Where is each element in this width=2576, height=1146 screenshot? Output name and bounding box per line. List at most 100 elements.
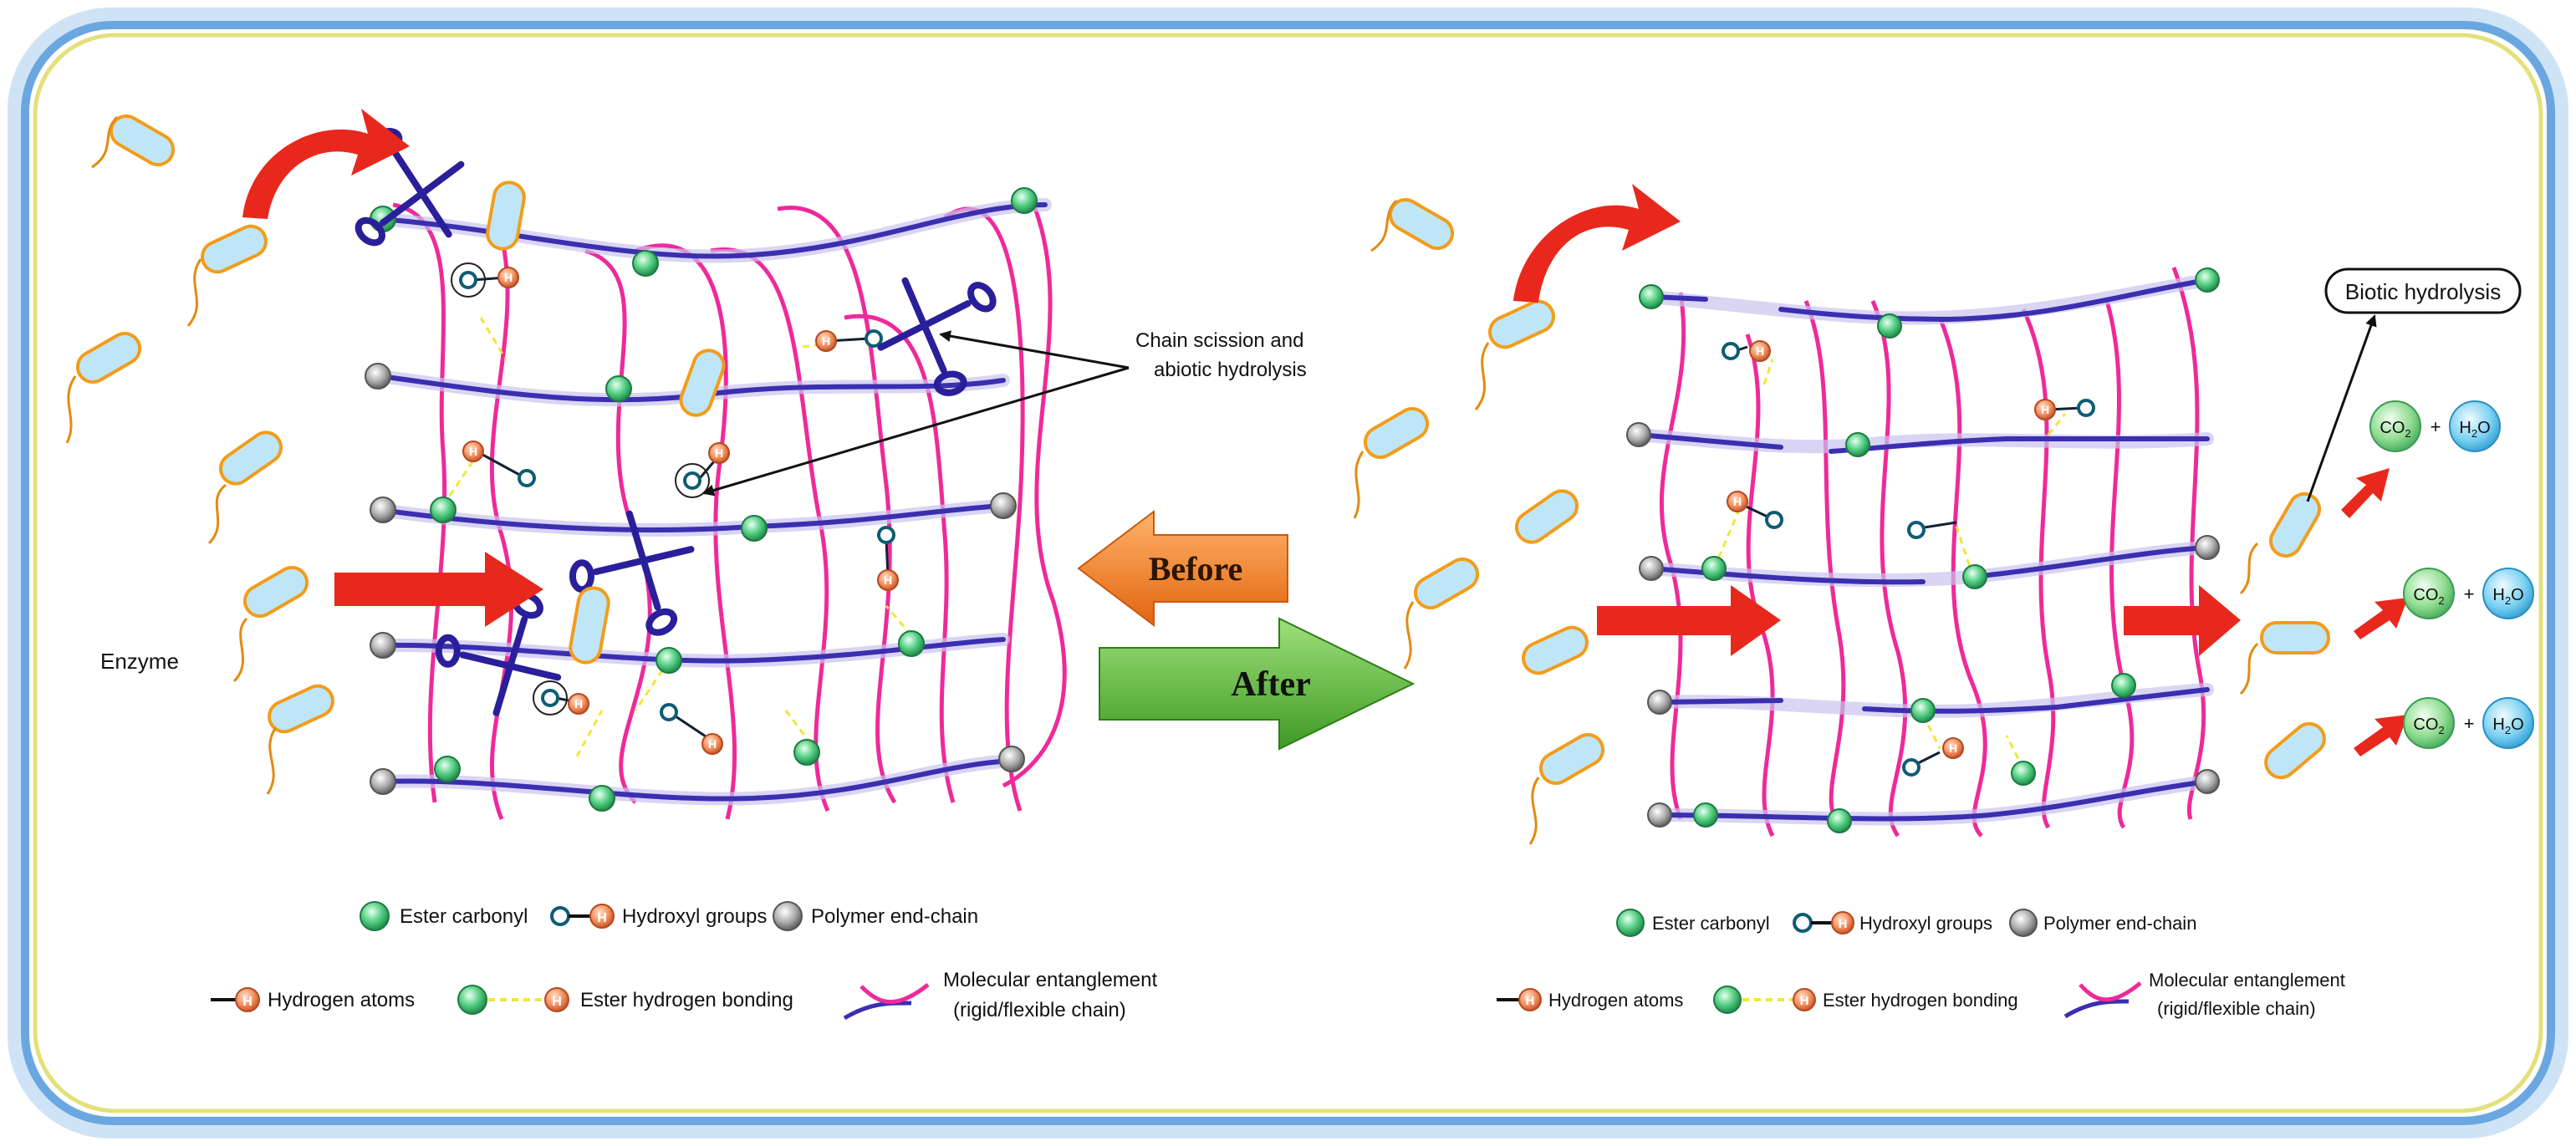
legend-entanglement-icon	[843, 983, 930, 1021]
scissors-icon-2	[877, 277, 997, 396]
svg-text:H: H	[469, 445, 477, 458]
co2-bubble	[2369, 400, 2421, 452]
svg-text:CO2: CO2	[2413, 586, 2444, 607]
legend-polymer-end-chain: Polymer end-chain	[811, 905, 978, 928]
right-legend: Ester carbonyl H Hydroxyl groups Polymer…	[1497, 909, 2345, 1019]
right-polymer-chains	[1632, 273, 2214, 826]
legend-ester-hydrogen-h: H	[1800, 994, 1809, 1008]
legend-entanglement-icon	[2063, 981, 2142, 1019]
left-bacteria	[75, 115, 726, 734]
co2-text: CO	[2380, 419, 2405, 437]
plus-sign: +	[2464, 713, 2475, 734]
co2-bubble	[2403, 697, 2455, 749]
co2-subscript: 2	[2438, 724, 2444, 736]
legend-hydrogen-atom-h: H	[1526, 994, 1535, 1008]
right-hydrogen-atoms	[1727, 340, 2056, 759]
co2-text: CO	[2413, 586, 2438, 604]
legend-hydroxyl-h: H	[597, 911, 607, 925]
frame-glow	[8, 8, 2568, 1138]
svg-text:H2O: H2O	[2492, 716, 2523, 736]
legend-ester-hydrogen-h: H	[552, 995, 562, 1009]
legend-polymer-end-icon	[2009, 909, 2038, 937]
svg-text:H: H	[884, 573, 892, 587]
left-hydroxyl-groups	[451, 262, 895, 741]
right-straight-red-arrow-2	[2124, 585, 2241, 656]
callout-line-2: abiotic hydrolysis	[1154, 359, 1307, 381]
enzyme-label: Enzyme	[100, 649, 179, 674]
scissors-icon-3	[569, 510, 695, 636]
biotic-hydrolysis-box	[2324, 267, 2522, 314]
legend-hydrogen-atoms: Hydrogen atoms	[1548, 990, 1683, 1011]
left-curved-red-arrow	[242, 109, 410, 219]
after-arrow: After	[1099, 617, 1416, 751]
svg-text:H: H	[708, 737, 717, 751]
legend-ester-carbonyl: Ester carbonyl	[400, 905, 528, 928]
product-arrow-2	[2354, 598, 2408, 639]
legend-ester-hydrogen-bonding: Ester hydrogen bonding	[580, 989, 793, 1011]
co2-bubble	[2403, 568, 2455, 619]
left-polymer-chains	[374, 198, 1052, 806]
legend-molecular-entanglement: Molecular entanglement	[943, 969, 1157, 991]
h2o-subscript: 2	[2505, 594, 2511, 607]
right-curved-red-arrow	[1513, 184, 1681, 303]
legend-hydroxyl-icon: H	[550, 904, 615, 929]
before-arrow: Before	[1077, 509, 1288, 628]
h2o-h: H	[2459, 419, 2471, 437]
h2o-subscript: 2	[2505, 724, 2511, 736]
biotic-hydrolysis-pointer	[2306, 314, 2377, 502]
before-label: Before	[1149, 550, 1243, 588]
callout-line-1: Chain scission and	[1135, 329, 1303, 352]
legend-hydrogen-atoms: Hydrogen atoms	[268, 989, 415, 1011]
callout-arrow-1	[939, 330, 1130, 369]
h2o-h: H	[2492, 716, 2504, 734]
svg-text:H: H	[822, 334, 830, 348]
product-row-2: CO2 + H2O	[2403, 568, 2534, 619]
product-row-1: CO2 + H2O	[2369, 400, 2501, 452]
svg-text:H: H	[1733, 495, 1742, 508]
svg-text:H: H	[574, 697, 583, 711]
plus-sign: +	[2431, 416, 2441, 437]
frame-border	[21, 21, 2555, 1125]
svg-text:CO2: CO2	[2413, 716, 2444, 736]
left-hydrogen-atoms	[462, 267, 899, 755]
legend-hydroxyl-icon: H	[1793, 911, 1854, 935]
legend-molecular-entanglement: Molecular entanglement	[2149, 970, 2345, 991]
legend-ester-hydrogen-icon: H	[1713, 986, 1816, 1014]
co2-subscript: 2	[2405, 427, 2410, 440]
right-ester-carbonyl-nodes	[1639, 267, 2220, 833]
callout-arrow-2	[702, 366, 1130, 497]
after-label: After	[1231, 665, 1311, 704]
svg-text:H: H	[2041, 403, 2049, 416]
legend-polymer-end-icon	[773, 901, 803, 931]
legend-hydrogen-atom-icon: H	[1497, 988, 1542, 1011]
product-arrow-3	[2354, 715, 2408, 756]
product-arrow-1	[2341, 468, 2390, 518]
h2o-bubble	[2482, 568, 2534, 619]
legend-hydrogen-atom-h: H	[242, 995, 252, 1009]
right-hydroxyl-groups	[1722, 342, 2095, 777]
co2-text: CO	[2413, 716, 2438, 734]
plus-sign: +	[2464, 583, 2475, 604]
svg-text:CO2: CO2	[2380, 419, 2410, 440]
left-straight-red-arrow	[334, 552, 543, 627]
svg-text:H2O: H2O	[2459, 419, 2490, 440]
h2o-h: H	[2492, 586, 2504, 604]
right-panel: H H H H	[1353, 184, 2534, 845]
legend-hydroxyl-groups: Hydroxyl groups	[622, 905, 767, 928]
legend-polymer-end-chain: Polymer end-chain	[2043, 913, 2196, 934]
right-bacteria-flagella	[1353, 199, 2259, 845]
legend-ester-carbonyl: Ester carbonyl	[1652, 913, 1770, 934]
svg-text:H: H	[715, 446, 723, 460]
left-legend: Ester carbonyl H Hydroxyl groups Polymer…	[211, 901, 1157, 1021]
product-row-3: CO2 + H2O	[2403, 697, 2534, 749]
h2o-o: O	[2477, 419, 2491, 437]
legend-hydroxyl-h: H	[1839, 917, 1848, 931]
svg-text:H2O: H2O	[2492, 586, 2523, 607]
biotic-hydrolysis-label: Biotic hydrolysis	[2345, 279, 2501, 304]
legend-ester-carbonyl-icon	[360, 901, 390, 931]
legend-ester-carbonyl-icon	[1616, 909, 1645, 937]
co2-subscript: 2	[2438, 594, 2444, 607]
